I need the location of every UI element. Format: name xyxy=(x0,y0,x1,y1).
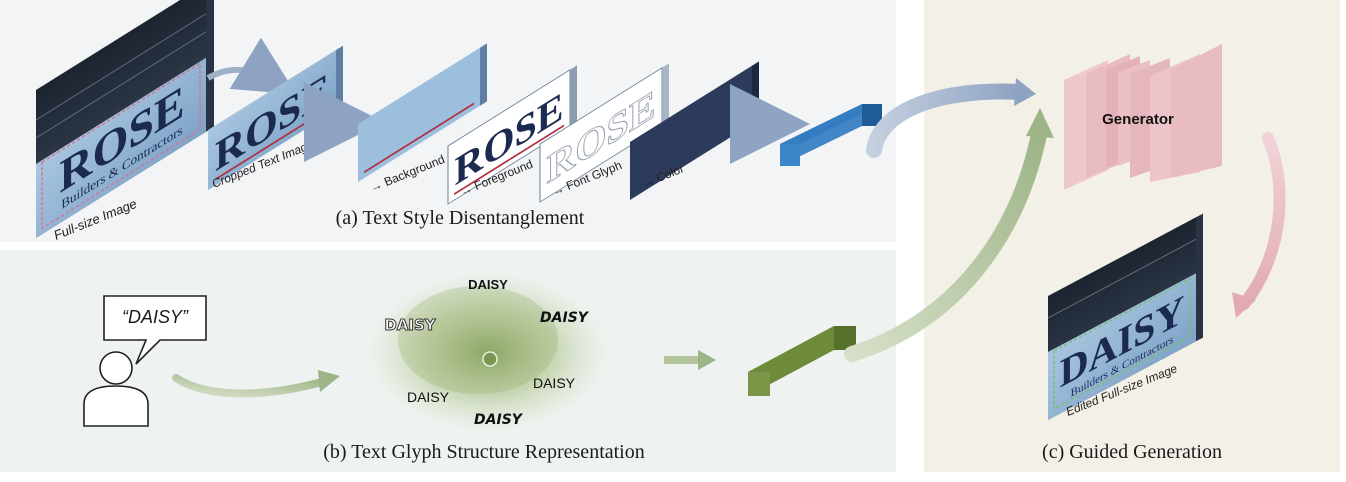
arrow-glyph-gen-head xyxy=(1026,108,1054,138)
panel-a-caption: (a) Text Style Disentanglement xyxy=(336,207,585,229)
glyph-sample-3: DAISY xyxy=(540,310,590,326)
arrow-style-head xyxy=(1014,78,1036,106)
speech-bubble: “DAISY” xyxy=(103,295,207,365)
arrow-full-to-cropped xyxy=(206,37,297,95)
glyph-sample-4: DAISY xyxy=(533,375,576,391)
component-background xyxy=(358,43,487,182)
generator-block xyxy=(1064,44,1222,190)
speech-text: “DAISY” xyxy=(122,307,189,327)
generator-label: Generator xyxy=(1102,111,1174,128)
arrow-generator-head xyxy=(1232,292,1256,318)
glyph-sample-1: DAISY xyxy=(468,277,508,292)
panel-c-caption: (c) Guided Generation xyxy=(1042,441,1222,463)
glyph-embedding xyxy=(748,326,856,396)
user-icon xyxy=(83,351,149,427)
glyph-sample-6: DAISY xyxy=(474,412,524,428)
arrow-generator-to-output xyxy=(1238,132,1286,310)
arrow-glyph-to-generator xyxy=(844,122,1048,362)
style-embedding xyxy=(780,104,882,166)
glyph-center-point xyxy=(482,351,498,367)
edited-full-size-image: DAISY Builders & Contractors xyxy=(1048,213,1203,420)
glyph-sample-2: DAISY xyxy=(384,316,436,334)
glyph-sample-5: DAISY xyxy=(407,389,450,405)
arrow-style-to-generator xyxy=(866,83,1028,158)
arrow-glyph-head xyxy=(698,350,716,370)
full-size-image: ROSE Builders & Contractors xyxy=(36,0,214,238)
panel-b-caption: (b) Text Glyph Structure Representation xyxy=(323,441,644,463)
arrow-user-to-glyph-space xyxy=(172,374,326,398)
arrow-user-head xyxy=(318,370,340,392)
